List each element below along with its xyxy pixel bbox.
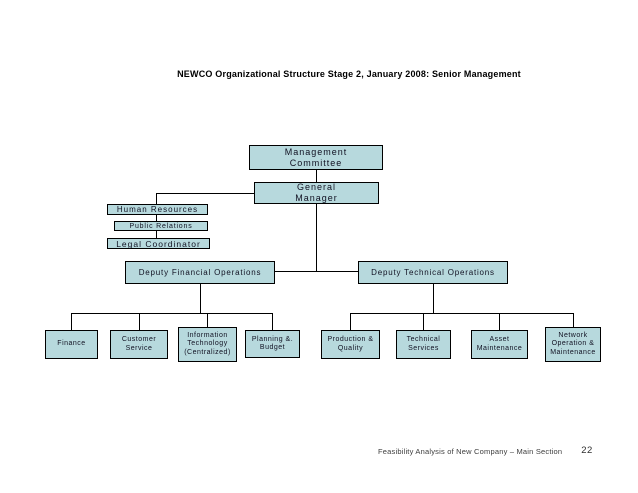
connector-line <box>433 284 434 313</box>
connector-line <box>71 313 72 330</box>
org-node-legal-coordinator: Legal Coordinator <box>107 238 210 249</box>
connector-line <box>71 313 272 314</box>
slide-title: NEWCO Organizational Structure Stage 2, … <box>177 69 521 79</box>
org-node-general-manager: General Manager <box>254 182 379 204</box>
org-node-information-technology: Information Technology (Centralized) <box>178 327 237 362</box>
connector-line <box>156 193 157 204</box>
org-node-management-committee: Management Committee <box>249 145 383 170</box>
org-node-finance: Finance <box>45 330 98 359</box>
connector-line <box>316 204 317 271</box>
org-node-public-relations: Public Relations <box>114 221 208 231</box>
footer-text: Feasibility Analysis of New Company – Ma… <box>378 447 563 456</box>
org-node-asset-maintenance: Asset Maintenance <box>471 330 528 359</box>
connector-line <box>207 313 208 327</box>
connector-line <box>156 193 254 194</box>
connector-line <box>272 313 273 330</box>
connector-line <box>499 313 500 330</box>
org-node-deputy-financial-operations: Deputy Financial Operations <box>125 261 275 284</box>
connector-line <box>573 313 574 327</box>
connector-line <box>200 284 201 313</box>
connector-line <box>350 313 573 314</box>
connector-line <box>350 313 351 330</box>
connector-line <box>316 170 317 182</box>
org-node-human-resources: Human Resources <box>107 204 208 215</box>
connector-line <box>423 313 424 330</box>
org-node-customer-service: Customer Service <box>110 330 168 359</box>
slide-footer: Feasibility Analysis of New Company – Ma… <box>378 445 593 456</box>
connector-line <box>275 271 358 272</box>
org-node-technical-services: Technical Services <box>396 330 451 359</box>
connector-line <box>139 313 140 330</box>
org-node-planning-budget: Planning &. Budget <box>245 330 300 358</box>
connector-line <box>156 215 157 221</box>
org-node-production-quality: Production & Quality <box>321 330 380 359</box>
org-node-network-operation-maintenance: Network Operation & Maintenance <box>545 327 601 362</box>
connector-line <box>156 231 157 238</box>
org-node-deputy-technical-operations: Deputy Technical Operations <box>358 261 508 284</box>
page-number: 22 <box>581 445 593 456</box>
